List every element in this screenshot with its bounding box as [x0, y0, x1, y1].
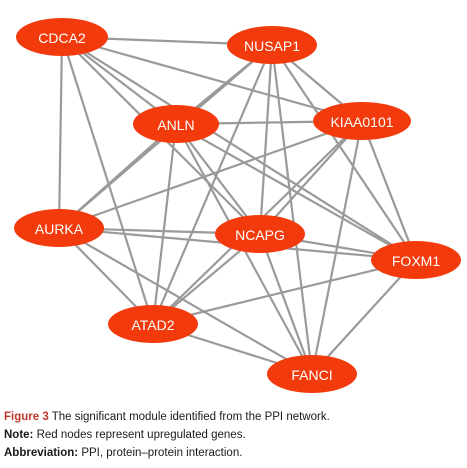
- node-label-atad2: ATAD2: [131, 317, 174, 333]
- node-shape-ncapg: [215, 215, 305, 253]
- node-cdca2: CDCA2: [16, 18, 108, 56]
- edge-nusap1-fanci: [270, 43, 314, 376]
- note-label: Note:: [4, 429, 34, 441]
- node-label-ncapg: NCAPG: [235, 227, 285, 243]
- figure-caption: Figure 3 The significant module identifi…: [4, 408, 464, 462]
- edge-aurka-fanci: [57, 226, 314, 376]
- abbreviation-text: PPI, protein–protein interaction.: [78, 447, 243, 459]
- node-shape-kiaa0101: [313, 102, 411, 140]
- node-shape-anln: [133, 105, 219, 143]
- node-nusap1: NUSAP1: [227, 26, 317, 64]
- node-label-fanci: FANCI: [291, 367, 332, 383]
- node-shape-nusap1: [227, 26, 317, 64]
- edge-foxm1-fanci: [310, 258, 418, 376]
- edge-nusap1-foxm1: [270, 43, 418, 262]
- node-label-aurka: AURKA: [35, 221, 84, 237]
- edge-ncapg-fanci: [258, 232, 314, 376]
- node-label-cdca2: CDCA2: [38, 30, 86, 46]
- node-fanci: FANCI: [267, 355, 357, 393]
- note-line: Note: Red nodes represent upregulated ge…: [4, 426, 464, 444]
- node-label-kiaa0101: KIAA0101: [330, 114, 393, 130]
- edge-kiaa0101-foxm1: [360, 119, 418, 262]
- node-label-nusap1: NUSAP1: [244, 38, 300, 54]
- node-shape-atad2: [108, 305, 198, 343]
- node-foxm1: FOXM1: [371, 241, 461, 279]
- edge-cdca2-atad2: [60, 35, 155, 326]
- node-shape-cdca2: [16, 18, 108, 56]
- edge-kiaa0101-ncapg: [258, 119, 364, 236]
- edge-anln-ncapg: [174, 122, 262, 236]
- node-kiaa0101: KIAA0101: [313, 102, 411, 140]
- abbreviation-label: Abbreviation:: [4, 447, 79, 459]
- node-atad2: ATAD2: [108, 305, 198, 343]
- edge-cdca2-kiaa0101: [60, 35, 364, 123]
- node-label-anln: ANLN: [157, 117, 194, 133]
- node-label-foxm1: FOXM1: [392, 253, 440, 269]
- node-ncapg: NCAPG: [215, 215, 305, 253]
- edge-cdca2-aurka: [57, 35, 64, 230]
- figure-title: The significant module identified from t…: [48, 411, 330, 423]
- figure-number: Figure 3: [4, 411, 49, 423]
- node-shape-foxm1: [371, 241, 461, 279]
- edge-kiaa0101-aurka: [57, 119, 364, 230]
- edge-anln-aurka: [57, 122, 178, 230]
- abbreviation-line: Abbreviation: PPI, protein–protein inter…: [4, 444, 464, 462]
- edge-nusap1-atad2: [151, 43, 274, 326]
- edge-anln-atad2: [151, 122, 178, 326]
- note-text: Red nodes represent upregulated genes.: [33, 429, 246, 441]
- edge-foxm1-atad2: [151, 258, 418, 326]
- figure-title-line: Figure 3 The significant module identifi…: [4, 408, 464, 426]
- node-aurka: AURKA: [14, 209, 104, 247]
- edge-anln-foxm1: [174, 122, 418, 262]
- node-shape-fanci: [267, 355, 357, 393]
- node-shape-aurka: [14, 209, 104, 247]
- edges-layer: [57, 35, 418, 376]
- node-anln: ANLN: [133, 105, 219, 143]
- edge-cdca2-foxm1: [60, 35, 418, 262]
- edge-nusap1-ncapg: [258, 43, 274, 236]
